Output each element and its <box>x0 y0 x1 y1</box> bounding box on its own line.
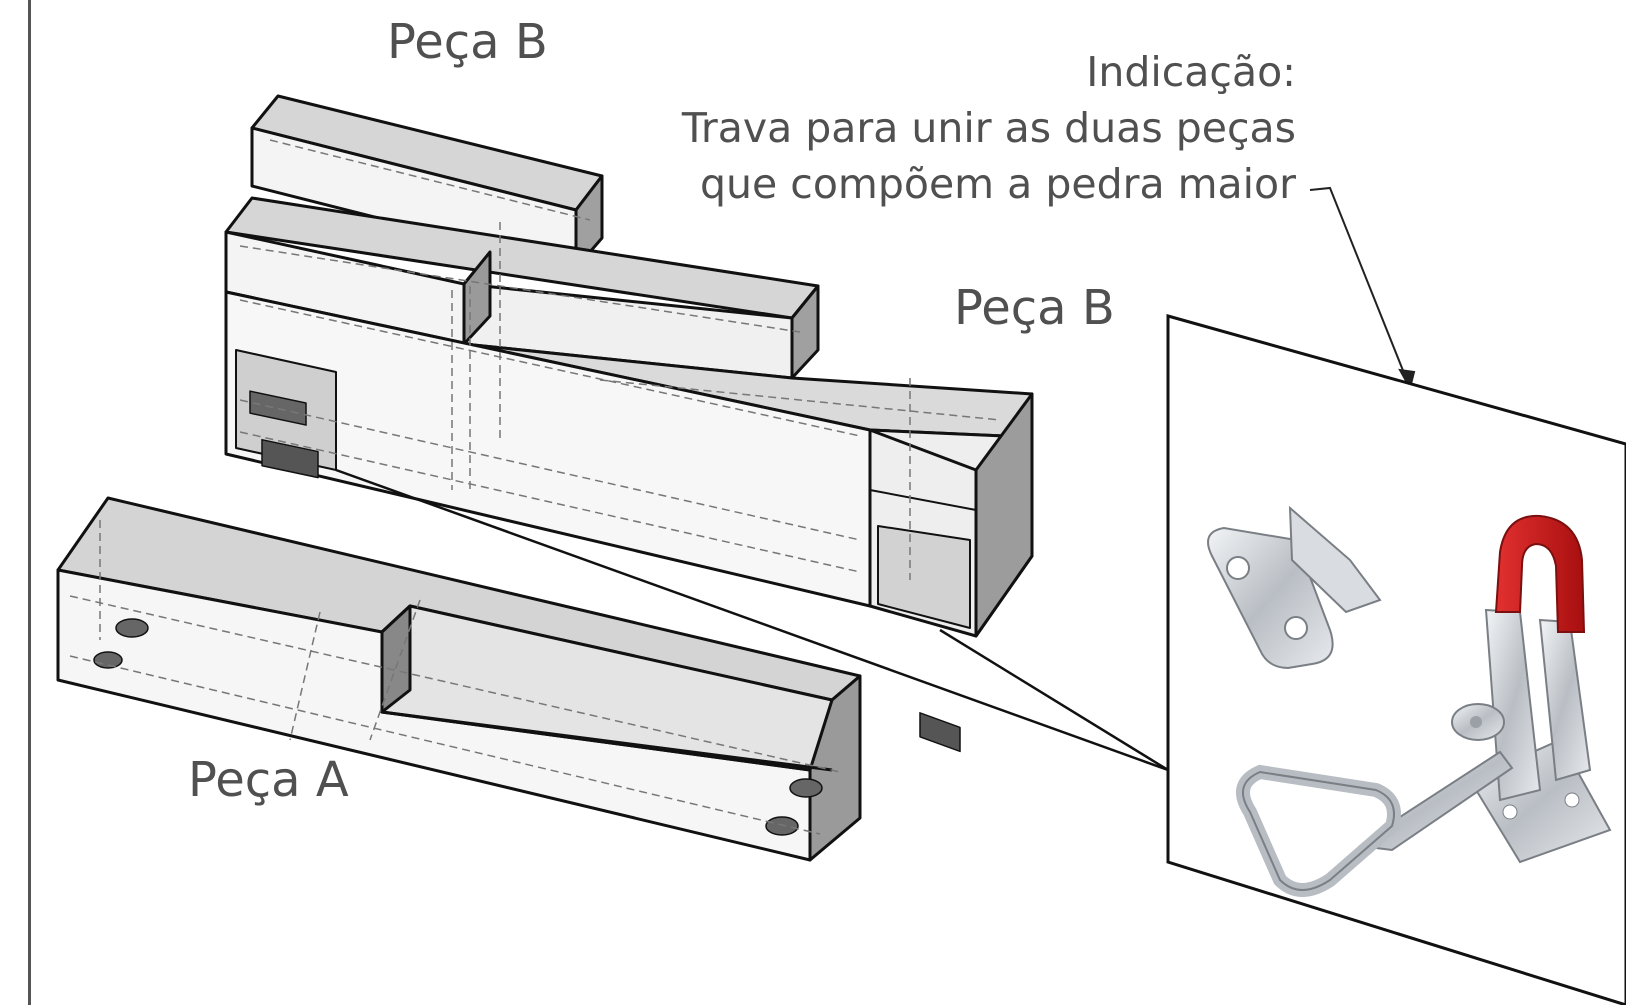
piece-a-channel-side <box>380 604 412 714</box>
zoom-lines <box>335 468 1169 772</box>
piece-b-label-top: Peça B <box>387 14 548 70</box>
callout-line-3: que compõem a pedra maior <box>700 160 1296 208</box>
toggle-latch-clamp-icon <box>1236 514 1612 897</box>
piece-a-label: Peça A <box>188 752 349 808</box>
piece-b-middle-side <box>790 284 820 380</box>
piece-b-notch-side <box>462 250 492 346</box>
callout-heading: Indicação: <box>1086 48 1296 96</box>
callout-line-2: Trava para unir as duas peças <box>681 104 1296 152</box>
latch-callout: Indicação: Trava para unir as duas peças… <box>682 44 1296 212</box>
frame-border <box>28 0 31 1005</box>
piece-b-label-right: Peça B <box>954 280 1115 336</box>
piece-b-right-opening <box>877 525 971 629</box>
piece-a-model <box>56 496 862 862</box>
callout-leader <box>1309 186 1416 391</box>
piece-a-end-side <box>808 674 862 862</box>
piece-b-hidden-lines <box>239 139 1001 580</box>
piece-a-hidden-lines <box>69 520 841 835</box>
piece-b-model <box>224 94 1034 753</box>
latch-detail-panel <box>1166 314 1626 1005</box>
catch-plate-icon <box>1207 505 1382 670</box>
